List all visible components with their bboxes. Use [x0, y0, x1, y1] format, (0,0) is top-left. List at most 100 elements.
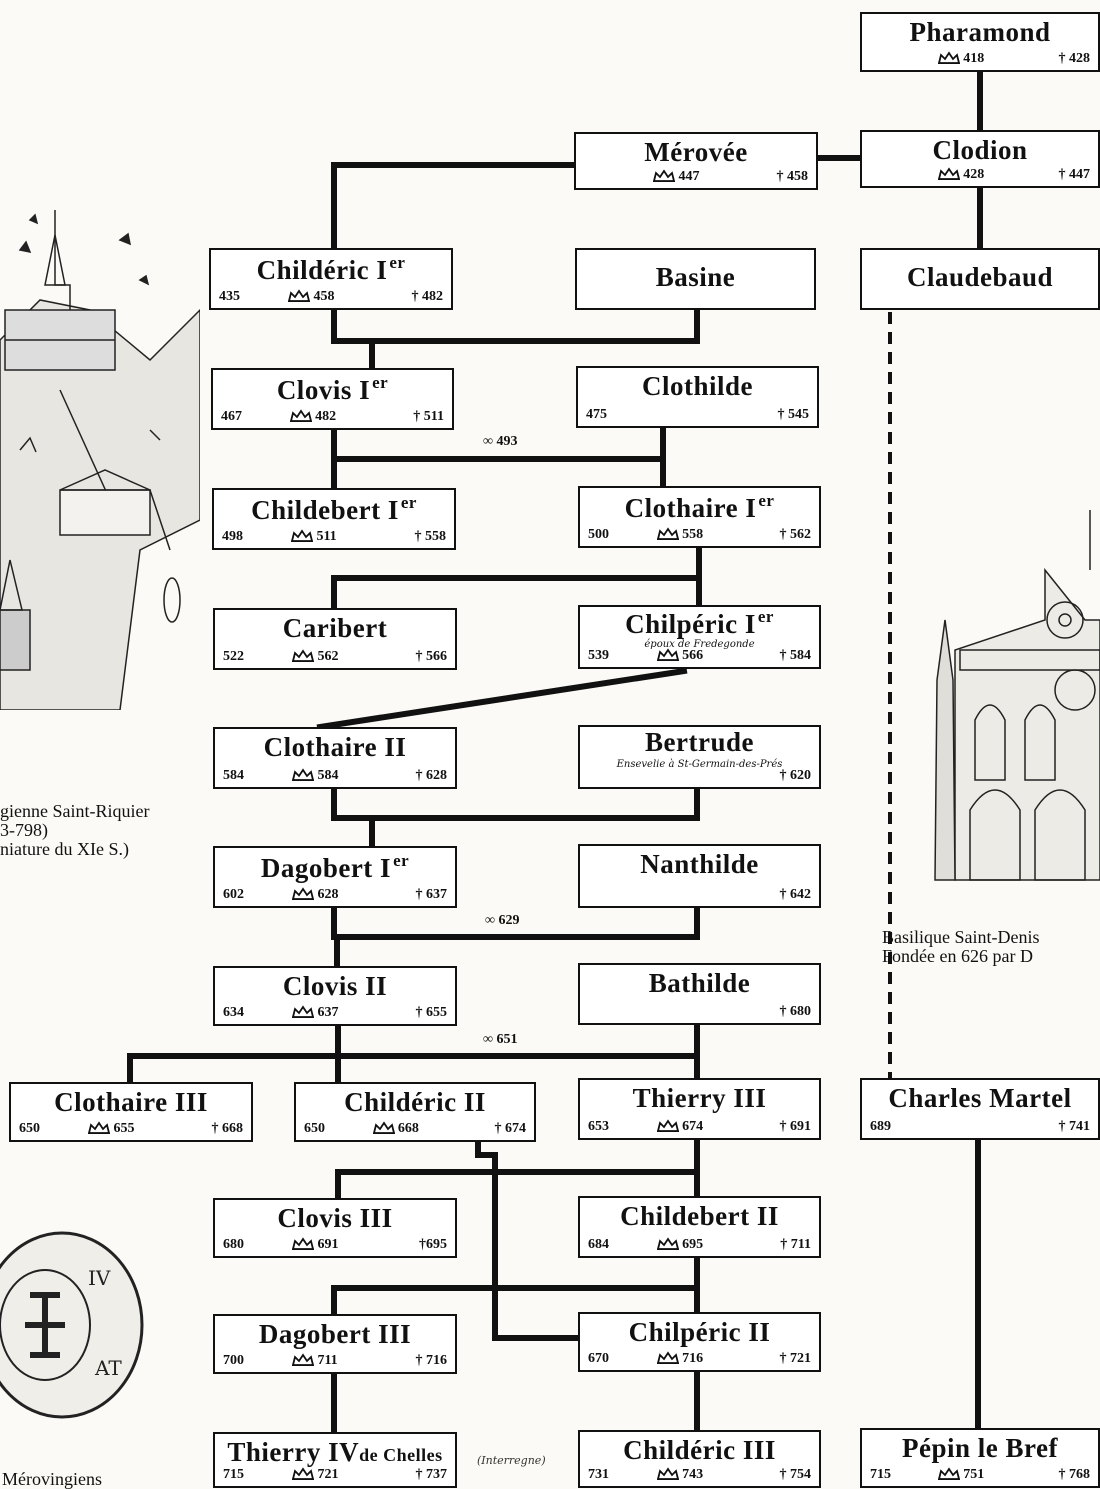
person-note: époux de Fredegonde — [644, 639, 755, 650]
person-name: Basine — [655, 262, 736, 292]
birth-year: 715 — [223, 1467, 244, 1482]
death-year: † 562 — [779, 527, 812, 542]
person-basine[interactable]: Basine — [575, 248, 816, 310]
death-year: † 754 — [779, 1467, 812, 1482]
death-year: † 511 — [413, 409, 444, 424]
coin-illustration: IV AT — [0, 1231, 144, 1419]
reign-start: 711 — [292, 1353, 338, 1369]
person-name: Pharamond — [909, 17, 1051, 47]
person-name: Caribert — [282, 613, 388, 643]
death-year: † 668 — [211, 1121, 244, 1136]
reign-start: 655 — [88, 1121, 134, 1137]
death-year: † 691 — [779, 1119, 812, 1134]
birth-year: 650 — [19, 1121, 40, 1136]
caption-saint-riquier: gienne Saint-Riquier 3-798) niature du X… — [0, 801, 150, 859]
crown-icon — [292, 649, 315, 662]
reign-start: 637 — [292, 1005, 338, 1021]
reign-start: 668 — [372, 1121, 419, 1137]
crown-icon — [292, 1005, 315, 1018]
reign-start: 716 — [657, 1351, 703, 1367]
birth-year: 498 — [222, 529, 243, 544]
crown-icon — [657, 648, 680, 661]
person-name: Childéric III — [623, 1435, 776, 1465]
person-name: Clothilde — [641, 371, 753, 401]
death-year: † 741 — [1058, 1119, 1091, 1134]
death-year: † 545 — [777, 407, 810, 422]
birth-year: 522 — [223, 649, 244, 664]
crown-icon — [653, 169, 676, 182]
death-year: † 566 — [415, 649, 448, 664]
person-name: Pépin le Bref — [902, 1433, 1058, 1463]
reign-start: 428 — [938, 167, 984, 183]
person-name: Chilpéric II — [628, 1317, 771, 1347]
caption-saint-denis: Basilique Saint-Denis Fondée en 626 par … — [882, 927, 1040, 966]
death-year: † 716 — [415, 1353, 448, 1368]
birth-year: 650 — [304, 1121, 325, 1136]
birth-year: 602 — [223, 887, 244, 902]
death-year: † 628 — [415, 768, 448, 783]
death-year: † 680 — [779, 1004, 812, 1019]
person-dagobert-3[interactable]: Dagobert III 700 711 † 716 — [213, 1314, 457, 1374]
marriage-493: ∞ 493 — [483, 434, 518, 449]
crown-icon — [288, 289, 311, 302]
reign-start: 482 — [290, 409, 336, 425]
death-year: † 737 — [415, 1467, 448, 1482]
death-year: † 482 — [411, 289, 444, 304]
name-suffix: de Chelles — [359, 1445, 443, 1465]
birth-year: 715 — [870, 1467, 891, 1482]
crown-icon — [291, 529, 314, 542]
death-year: † 721 — [779, 1351, 812, 1366]
person-claudebaud[interactable]: Claudebaud — [860, 248, 1100, 310]
marriage-651: ∞ 651 — [483, 1032, 518, 1047]
reign-start: 721 — [292, 1467, 338, 1483]
person-name: Clovis II — [282, 971, 388, 1001]
birth-year: 539 — [588, 648, 609, 663]
reign-start: 674 — [657, 1119, 703, 1135]
person-name: Clodion — [932, 135, 1028, 165]
crown-icon — [657, 1467, 680, 1480]
person-bathilde[interactable]: Bathilde † 680 — [578, 963, 821, 1025]
crown-icon — [657, 527, 680, 540]
birth-year: 653 — [588, 1119, 609, 1134]
person-name: Bathilde — [648, 968, 751, 998]
reign-start: 566 — [657, 648, 703, 664]
ordinal-suffix: er — [400, 493, 417, 512]
abbey-illustration — [0, 210, 200, 710]
person-name: Clovis III — [277, 1203, 393, 1233]
birth-year: 689 — [870, 1119, 891, 1134]
ordinal-suffix: er — [389, 253, 406, 272]
birth-year: 700 — [223, 1353, 244, 1368]
person-name: Dagobert III — [258, 1319, 412, 1349]
crown-icon — [938, 167, 961, 180]
reign-start: 458 — [288, 289, 334, 305]
crown-icon — [290, 409, 313, 422]
crown-icon — [938, 1467, 961, 1480]
person-nanthilde[interactable]: Nanthilde† 642 — [578, 844, 821, 908]
